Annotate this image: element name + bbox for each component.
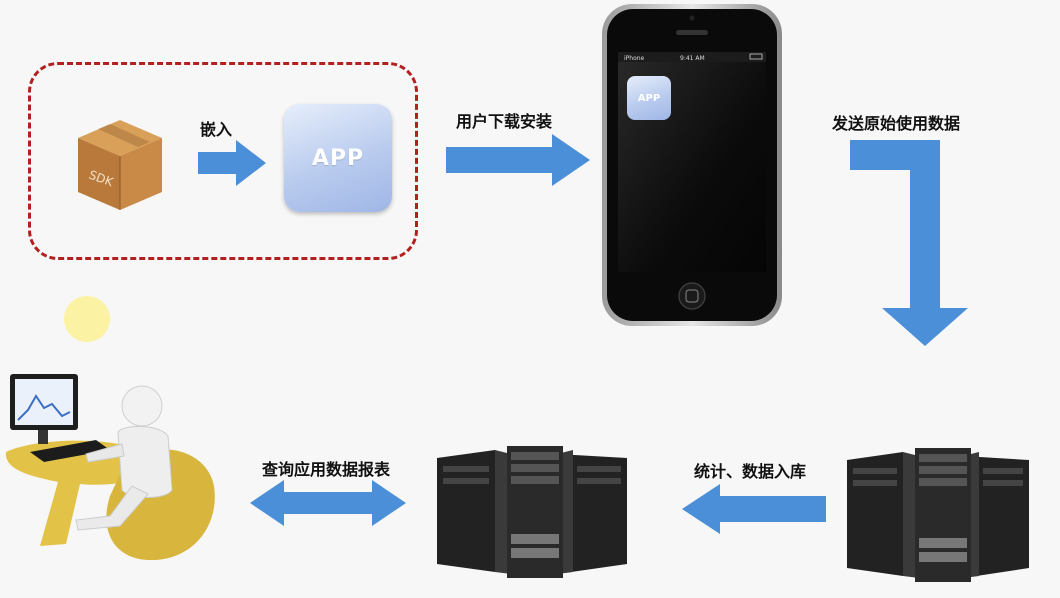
query-double-arrow <box>248 478 408 528</box>
store-label: 统计、数据入库 <box>694 458 806 482</box>
download-label: 用户下载安装 <box>456 108 552 132</box>
phone-app-label: APP <box>638 93 660 104</box>
sdk-box-icon: SDK <box>70 110 170 214</box>
server-cluster-right-icon <box>843 446 1039 582</box>
user-at-computer-icon <box>0 366 224 572</box>
embed-label: 嵌入 <box>200 116 232 140</box>
download-arrow <box>446 132 592 188</box>
app-label: APP <box>312 146 364 171</box>
send-arrow <box>850 140 984 348</box>
smartphone-icon: iPhone 9:41 AM <box>600 2 784 328</box>
query-label: 查询应用数据报表 <box>262 456 390 480</box>
store-arrow <box>680 482 828 536</box>
server-cluster-center-icon <box>433 444 633 578</box>
phone-carrier: iPhone <box>624 55 645 62</box>
phone-time: 9:41 AM <box>680 55 705 62</box>
embed-arrow <box>198 138 268 188</box>
yellow-dot <box>62 294 112 344</box>
phone-app-icon: APP <box>627 76 671 120</box>
app-icon: APP <box>284 104 392 212</box>
send-label: 发送原始使用数据 <box>832 110 960 134</box>
